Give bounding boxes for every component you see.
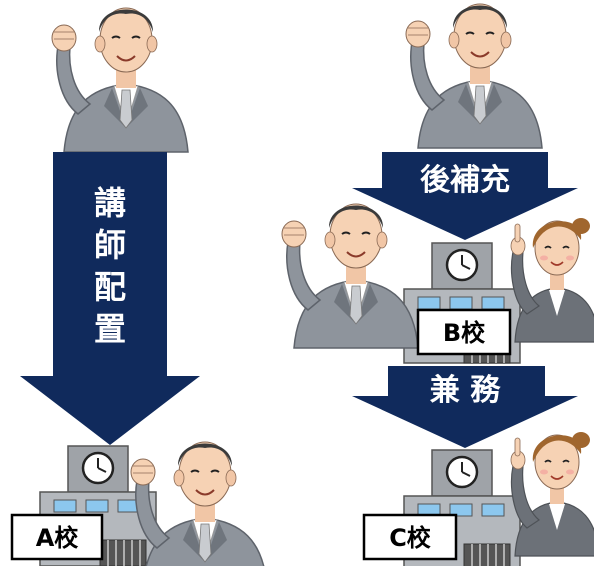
teacher-figure-top-right (405, 3, 543, 149)
placement-arrow-char-3: 配 (94, 268, 126, 306)
placement-arrow-char-2: 師 (94, 226, 126, 264)
placement-arrow-char-1: 講 (94, 184, 126, 222)
teacher-figure-school-b (281, 203, 419, 349)
school-b-label: B校 (443, 319, 486, 347)
school-a-label: A校 (36, 524, 80, 552)
placement-arrow (20, 152, 200, 445)
replacement-arrow (352, 152, 578, 240)
staff-figure-school-b (510, 217, 594, 343)
school-c-label-box (362, 513, 458, 561)
school-c-label: C校 (389, 524, 432, 552)
replacement-arrow-label: 後補充 (420, 163, 510, 198)
placement-arrow-char-4: 置 (94, 310, 126, 348)
school-a-label-box (10, 513, 104, 561)
staff-figure-school-c (510, 431, 594, 557)
teacher-figure-top-left (51, 7, 189, 153)
school-b-label-box (416, 308, 512, 356)
concurrent-duty-arrow (352, 366, 578, 448)
concurrent-duty-arrow-label: 兼 務 (430, 373, 501, 408)
